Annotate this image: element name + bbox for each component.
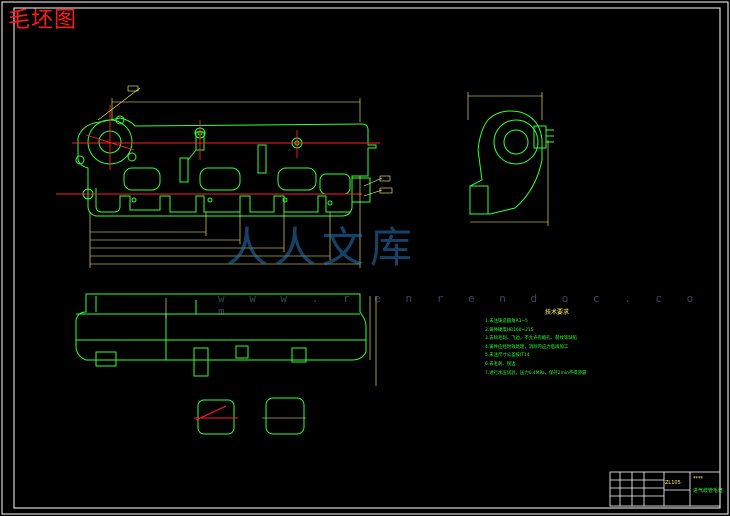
tech-note: 7.进行水压试验，压力0.4MPa，保持2min不得渗漏: [485, 370, 587, 376]
front-view: [75, 115, 377, 217]
section-detail-a: [194, 399, 238, 435]
tech-note: 6.去毛刺、锐边: [485, 361, 516, 367]
top-view-dimensions: [165, 296, 377, 386]
front-view-centerlines: [56, 105, 380, 195]
tech-note: 2.铸件硬度HB160~215: [485, 327, 534, 333]
tech-note: 4.铸件应经时效处理，消除内应力后再加工: [485, 344, 569, 350]
title-block-part-name: 进气歧管毛坯: [693, 487, 723, 494]
tech-note: 1.未注铸造圆角R3~5: [485, 319, 528, 324]
tech-notes-heading: 技术要求: [545, 309, 570, 316]
side-view: [469, 110, 554, 215]
tech-note: 5.未注尺寸公差按IT14: [485, 353, 530, 359]
side-view-dimensions: [467, 92, 549, 226]
tech-notes-list: 1.未注铸造圆角R3~5 2.铸件硬度HB160~215 3.去除毛刺、飞边，不…: [485, 318, 625, 378]
title-block-drawing-no: ZL105: [665, 480, 681, 486]
drawing-title: 毛坯图: [8, 8, 78, 33]
watermark-url: w w w . r e n r e n d o c . c o m: [218, 292, 703, 318]
title-block: [609, 471, 721, 507]
front-view-dimensions: [89, 85, 393, 268]
section-detail-b: [262, 397, 306, 435]
top-view: [75, 293, 367, 377]
title-block-company: ****: [693, 476, 704, 482]
watermark-brand: 人人文库: [226, 223, 419, 272]
tech-note: 3.去除毛刺、飞边，不允许有缩孔、裂纹等缺陷: [485, 336, 578, 342]
inner-frame: [13, 7, 721, 509]
